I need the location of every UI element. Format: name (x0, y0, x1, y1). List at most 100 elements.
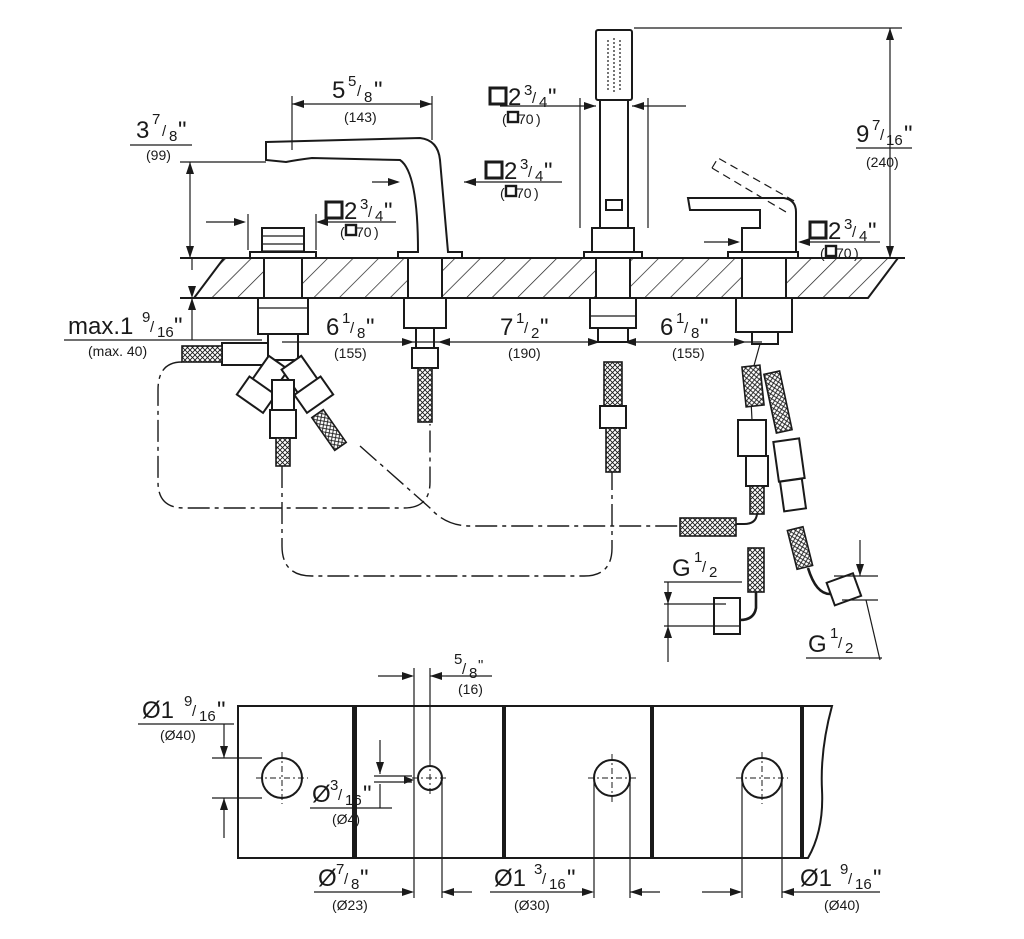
spacing-2-unit: " (540, 314, 549, 341)
hole-30-whole: Ø1 (494, 865, 526, 892)
hole-right-unit: " (873, 865, 882, 892)
spout-body-open: ( (500, 185, 505, 201)
seam-1 (352, 706, 357, 858)
offset-den: 8 (469, 665, 477, 682)
spout-body-unit: " (544, 158, 553, 185)
lever-base-close: ) (854, 245, 859, 261)
hole-right-slash: / (848, 871, 853, 888)
spout-reach-mm: (143) (344, 109, 377, 125)
hole-30-mm: (Ø30) (514, 897, 550, 913)
hole-23-whole: Ø (318, 865, 337, 892)
hole-right-whole: Ø1 (800, 865, 832, 892)
hole-right-den: 16 (855, 876, 872, 893)
hole-4-num: 3 (330, 777, 338, 794)
spout-body-num: 3 (520, 156, 528, 173)
spacing-2-den: 2 (531, 325, 539, 342)
hole-right-num: 9 (840, 861, 848, 878)
spout-reach-whole: 5 (332, 77, 345, 104)
deck-thickness-prefix: max.1 (68, 313, 133, 340)
hole-left-mm: (Ø40) (160, 727, 196, 743)
dimension-spout-height: 3 7 / 8 " (99) (130, 111, 266, 258)
hole-30 (588, 754, 636, 802)
lever-base-den: 4 (859, 228, 867, 245)
thread-1-den: 2 (709, 564, 717, 581)
spacing-2-whole: 7 (500, 314, 513, 341)
hole-30-unit: " (567, 865, 576, 892)
spacing-1-den: 8 (357, 325, 365, 342)
hole-23-num: 7 (336, 861, 344, 878)
dimension-bottom-row: Ø 7 / 8 " (Ø23) Ø1 3 / 16 " (Ø30) Ø1 9 /… (314, 778, 882, 913)
spout-height-slash: / (162, 123, 167, 140)
shower-base-mm: 70 (518, 111, 534, 127)
hole-30-slash: / (542, 871, 547, 888)
spacing-3-slash: / (684, 320, 689, 337)
dimension-spacings: 6 1 / 8 " (155) 7 1 / 2 " (190) 6 1 / 8 … (282, 310, 762, 361)
lever-base-num: 3 (844, 216, 852, 233)
shower-base-close: ) (536, 111, 541, 127)
hole-40-left (256, 752, 308, 804)
spout-body-den: 4 (535, 168, 543, 185)
spout-assembly (265, 136, 463, 423)
shower-base-sq: 2 (508, 84, 521, 111)
lever-base-sq: 2 (828, 218, 841, 245)
deck-thickness-den: 16 (157, 324, 174, 341)
seam-4 (800, 706, 804, 858)
offset-unit: " (478, 657, 483, 674)
lever-base-mm: 70 (836, 245, 852, 261)
spout-reach-unit: " (374, 77, 383, 104)
hole-23-slash: / (344, 871, 349, 888)
spout-body-mm: 70 (516, 185, 532, 201)
deck-thickness-num: 9 (142, 309, 150, 326)
hole-right-mm: (Ø40) (824, 897, 860, 913)
thread-2-den: 2 (845, 640, 853, 657)
spacing-2-mm: (190) (508, 345, 541, 361)
shower-base-num: 3 (524, 82, 532, 99)
dimension-hole-40-left: Ø1 9 / 16 " (Ø40) (138, 693, 262, 838)
lever-base-slash: / (852, 224, 857, 241)
offset-num: 5 (454, 651, 462, 668)
dimension-shower-height: 9 7 / 16 " (240) (634, 27, 913, 258)
thread-1-slash: / (702, 559, 707, 576)
shower-height-num: 7 (872, 117, 880, 134)
lever-valve-assembly (679, 157, 863, 607)
dimension-lever-base: 2 3 / 4 " ( 70 ) (704, 216, 880, 261)
shower-height-den: 16 (886, 132, 903, 149)
dimension-shower-base: 2 3 / 4 " ( 70 ) (488, 82, 686, 228)
hand-shower-assembly (583, 29, 643, 473)
spacing-3-unit: " (700, 314, 709, 341)
hole-left-den: 16 (199, 708, 216, 725)
spacing-1-whole: 6 (326, 314, 339, 341)
spout-reach-den: 8 (364, 89, 372, 106)
offset-slash: / (462, 661, 467, 678)
shower-height-whole: 9 (856, 121, 869, 148)
seam-2 (502, 706, 506, 858)
spacing-1-slash: / (350, 320, 355, 337)
shower-height-slash: / (880, 127, 885, 144)
hole-23-den: 8 (351, 876, 359, 893)
spout-body-sq: 2 (504, 158, 517, 185)
lever-base-open: ( (820, 245, 825, 261)
thread-1-num: 1 (694, 549, 702, 566)
hole-left-slash: / (192, 703, 197, 720)
dimension-spout-base: 2 3 / 4 " ( 70 ) (206, 196, 396, 250)
hole-23-unit: " (360, 865, 369, 892)
spout-reach-slash: / (357, 83, 362, 100)
hole-30-num: 3 (534, 861, 542, 878)
spacing-1-mm: (155) (334, 345, 367, 361)
dimension-deck-thickness: max.1 9 / 16 " (max. 40) (64, 258, 262, 359)
hose-routes (157, 361, 680, 577)
spout-height-den: 8 (169, 128, 177, 145)
hole-23-mm: (Ø23) (332, 897, 368, 913)
dimension-hole-4: Ø 3 / 16 " (Ø4) (310, 740, 414, 827)
supply-elbow-fitting (713, 547, 765, 635)
shower-base-slash: / (532, 90, 537, 107)
hole-left-num: 9 (184, 693, 192, 710)
spacing-3-mm: (155) (672, 345, 705, 361)
spout-base-unit: " (384, 198, 393, 225)
spout-height-mm: (99) (146, 147, 171, 163)
thread-2-slash: / (838, 635, 843, 652)
hole-4-slash: / (338, 787, 343, 804)
spout-body-close: ) (534, 185, 539, 201)
